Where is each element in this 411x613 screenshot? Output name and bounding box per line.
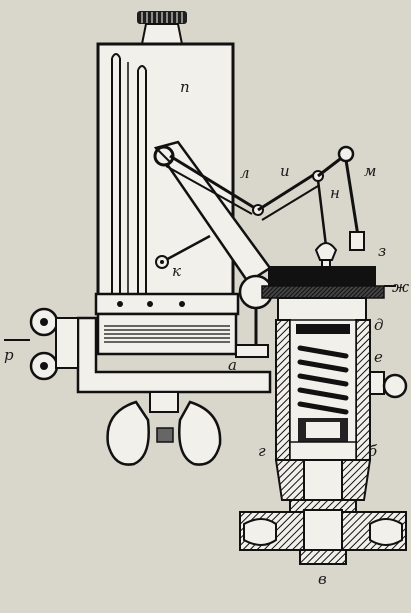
top-knob [137,11,187,45]
label-v: в [318,570,327,588]
label-m: м [364,162,376,180]
label-i: и [280,162,290,180]
label-zh: ж [392,278,409,296]
label-n: н [330,184,340,202]
label-a: а [228,356,237,374]
part-labels: п л и м н к з ж д е а р г б в [4,78,409,588]
bracket-arm [76,316,272,394]
lower-body [239,459,407,565]
cylinder [275,319,408,461]
winding-key [4,307,79,381]
label-b: б [368,442,378,460]
label-d: д [374,316,384,334]
label-k: к [172,262,181,280]
label-g: г [258,442,266,460]
bottom-knobs [106,391,222,466]
label-l: л [240,164,250,182]
label-p: п [180,78,190,96]
carriage [94,292,240,356]
cylinder-cap [261,266,396,323]
label-z: з [378,242,386,260]
label-e: е [374,348,383,366]
label-r: р [4,346,14,364]
